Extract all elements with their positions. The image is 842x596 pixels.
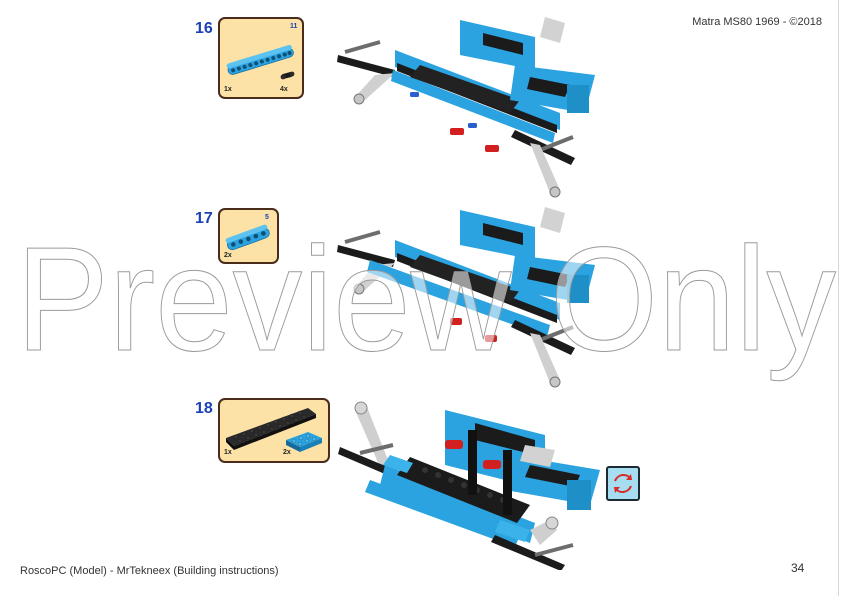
header-title: Matra MS80 1969 - ©2018 <box>692 16 822 28</box>
part-quantity: 2x <box>283 449 291 456</box>
part-quantity: 4x <box>280 86 288 93</box>
part-length-label: 5 <box>265 214 269 221</box>
part-quantity: 1x <box>224 86 232 93</box>
pin-connector-icon <box>280 71 295 80</box>
page-number: 34 <box>791 561 805 575</box>
beam-11-icon <box>226 44 295 80</box>
step-number-16: 16 <box>195 20 213 37</box>
plate-2x10-icon <box>226 408 316 450</box>
model-render-step-16 <box>337 17 595 198</box>
plate-icons <box>226 408 322 452</box>
page-edge <box>838 0 839 596</box>
parts-callout-step-17: 5 2x <box>218 208 279 264</box>
beam-5-icon <box>225 224 270 251</box>
rotate-model-icon <box>606 466 640 501</box>
part-quantity: 1x <box>224 449 232 456</box>
parts-callout-step-18: 1x 2x <box>218 398 330 463</box>
step-number-18: 18 <box>195 400 213 417</box>
step-number-17: 17 <box>195 210 213 227</box>
plate-2x3-icon <box>286 432 322 452</box>
part-quantity: 2x <box>224 252 232 259</box>
rotate-arrows-icon <box>614 474 632 493</box>
model-render-step-17 <box>337 207 595 388</box>
footer-credit: RoscoPC (Model) - MrTekneex (Building in… <box>20 565 279 577</box>
part-length-label: 11 <box>290 23 298 30</box>
model-render-step-18 <box>338 401 600 570</box>
parts-callout-step-16: 11 1x 4x <box>218 17 304 99</box>
